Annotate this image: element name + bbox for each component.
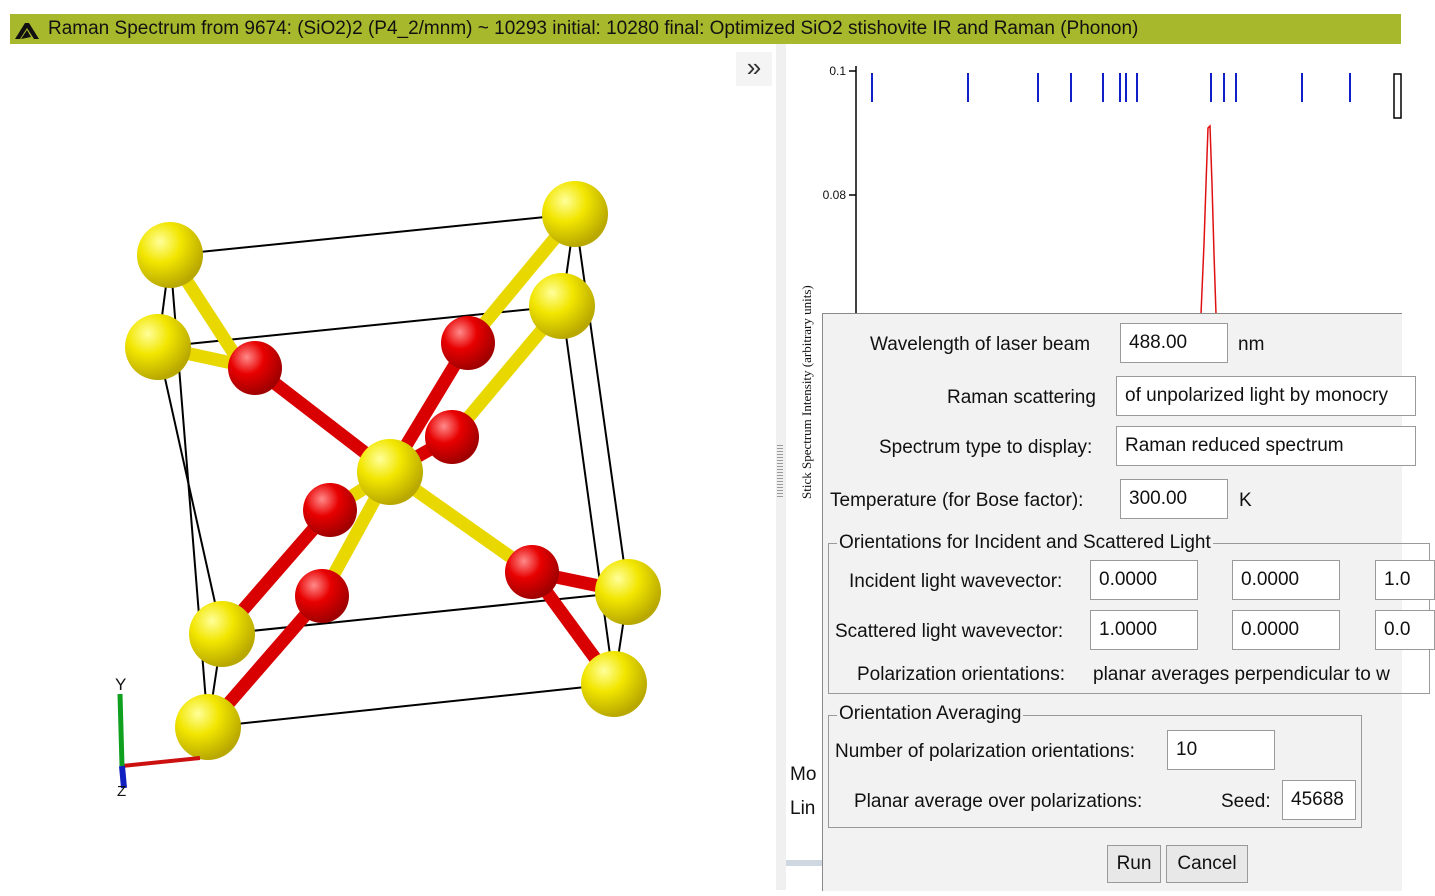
temperature-label: Temperature (for Bose factor): xyxy=(830,490,1084,511)
scattered-x-input[interactable]: 1.0000 xyxy=(1090,610,1198,650)
wavelength-unit: nm xyxy=(1238,334,1265,355)
si-atom xyxy=(581,651,647,717)
planar-average-label: Planar average over polarizations: xyxy=(854,791,1143,812)
scattered-z-input[interactable]: 0.0 xyxy=(1375,610,1435,650)
orientations-group-title: Orientations for Incident and Scattered … xyxy=(837,532,1213,554)
num-orientations-input[interactable]: 10 xyxy=(1167,730,1275,770)
run-button[interactable]: Run xyxy=(1107,845,1161,883)
wavelength-input[interactable]: 488.00 xyxy=(1120,323,1228,363)
app-logo-icon xyxy=(15,23,39,39)
raman-settings-dialog: Wavelength of laser beam 488.00 nm Raman… xyxy=(822,313,1435,891)
spectrum-chart: 0.1 0.08 Stick Spectrum Intensity (arbit… xyxy=(799,64,1402,764)
wavelength-label: Wavelength of laser beam xyxy=(870,334,1091,355)
polarization-label: Polarization orientations: xyxy=(857,664,1066,685)
si-atom xyxy=(357,439,423,505)
axis-y-label: Y xyxy=(115,675,126,694)
orientation-averaging-group xyxy=(828,715,1362,828)
title-bar: Raman Spectrum from 9674: (SiO2)2 (P4_2/… xyxy=(0,0,1401,44)
behind-label-lin: Lin xyxy=(790,798,816,819)
incident-x-input[interactable]: 0.0000 xyxy=(1090,560,1198,600)
split-grip-handle[interactable] xyxy=(777,445,783,497)
window-title: Raman Spectrum from 9674: (SiO2)2 (P4_2/… xyxy=(48,18,1139,39)
atoms xyxy=(125,181,661,760)
temperature-input[interactable]: 300.00 xyxy=(1120,479,1228,519)
stick-marks xyxy=(871,73,1351,102)
raman-peak-line xyxy=(1200,124,1217,315)
y-axis-label: Stick Spectrum Intensity (arbitrary unit… xyxy=(799,285,814,499)
y-tick-label: 0.08 xyxy=(823,188,847,202)
o-atom xyxy=(295,569,349,623)
o-atom xyxy=(425,410,479,464)
o-atom xyxy=(228,341,282,395)
incident-wavevector-label: Incident light wavevector: xyxy=(849,571,1063,592)
raman-scattering-label: Raman scattering xyxy=(947,387,1096,408)
si-atom xyxy=(542,181,608,247)
si-atom xyxy=(529,273,595,339)
temperature-unit: K xyxy=(1239,490,1252,511)
y-tick-label: 0.1 xyxy=(829,64,846,78)
axis-z-label: Z xyxy=(117,783,126,800)
title-bar-background xyxy=(10,14,1401,44)
scattered-wavevector-label: Scattered light wavevector: xyxy=(835,621,1064,642)
si-atom xyxy=(189,601,255,667)
structure-viewer[interactable]: Y Z xyxy=(0,44,776,890)
polarization-value: planar averages perpendicular to w xyxy=(1093,664,1390,685)
o-atom xyxy=(441,316,495,370)
incident-z-input[interactable]: 1.0 xyxy=(1375,560,1435,600)
si-atom xyxy=(175,694,241,760)
cancel-button[interactable]: Cancel xyxy=(1166,845,1248,883)
seed-input[interactable]: 45688 xyxy=(1282,780,1356,820)
crystal-structure-render[interactable]: Y Z xyxy=(0,44,776,890)
spectrum-type-label: Spectrum type to display: xyxy=(879,437,1093,458)
behind-label-mo: Mo xyxy=(790,764,817,785)
collapse-panel-button[interactable]: » xyxy=(736,52,772,86)
scattered-y-input[interactable]: 0.0000 xyxy=(1232,610,1340,650)
si-atom xyxy=(137,222,203,288)
slider-track[interactable] xyxy=(786,860,822,866)
si-atom xyxy=(595,559,661,625)
legend-box xyxy=(1393,73,1402,119)
raman-scattering-select[interactable]: of unpolarized light by monocry xyxy=(1116,376,1416,416)
o-atom xyxy=(505,545,559,599)
num-orientations-label: Number of polarization orientations: xyxy=(835,741,1135,762)
orientation-averaging-title: Orientation Averaging xyxy=(837,703,1024,725)
spectrum-type-select[interactable]: Raman reduced spectrum xyxy=(1116,426,1416,466)
axis-triad: Y Z xyxy=(115,675,201,800)
incident-y-input[interactable]: 0.0000 xyxy=(1232,560,1340,600)
si-atom xyxy=(125,314,191,380)
seed-label: Seed: xyxy=(1221,791,1271,812)
o-atom xyxy=(303,483,357,537)
